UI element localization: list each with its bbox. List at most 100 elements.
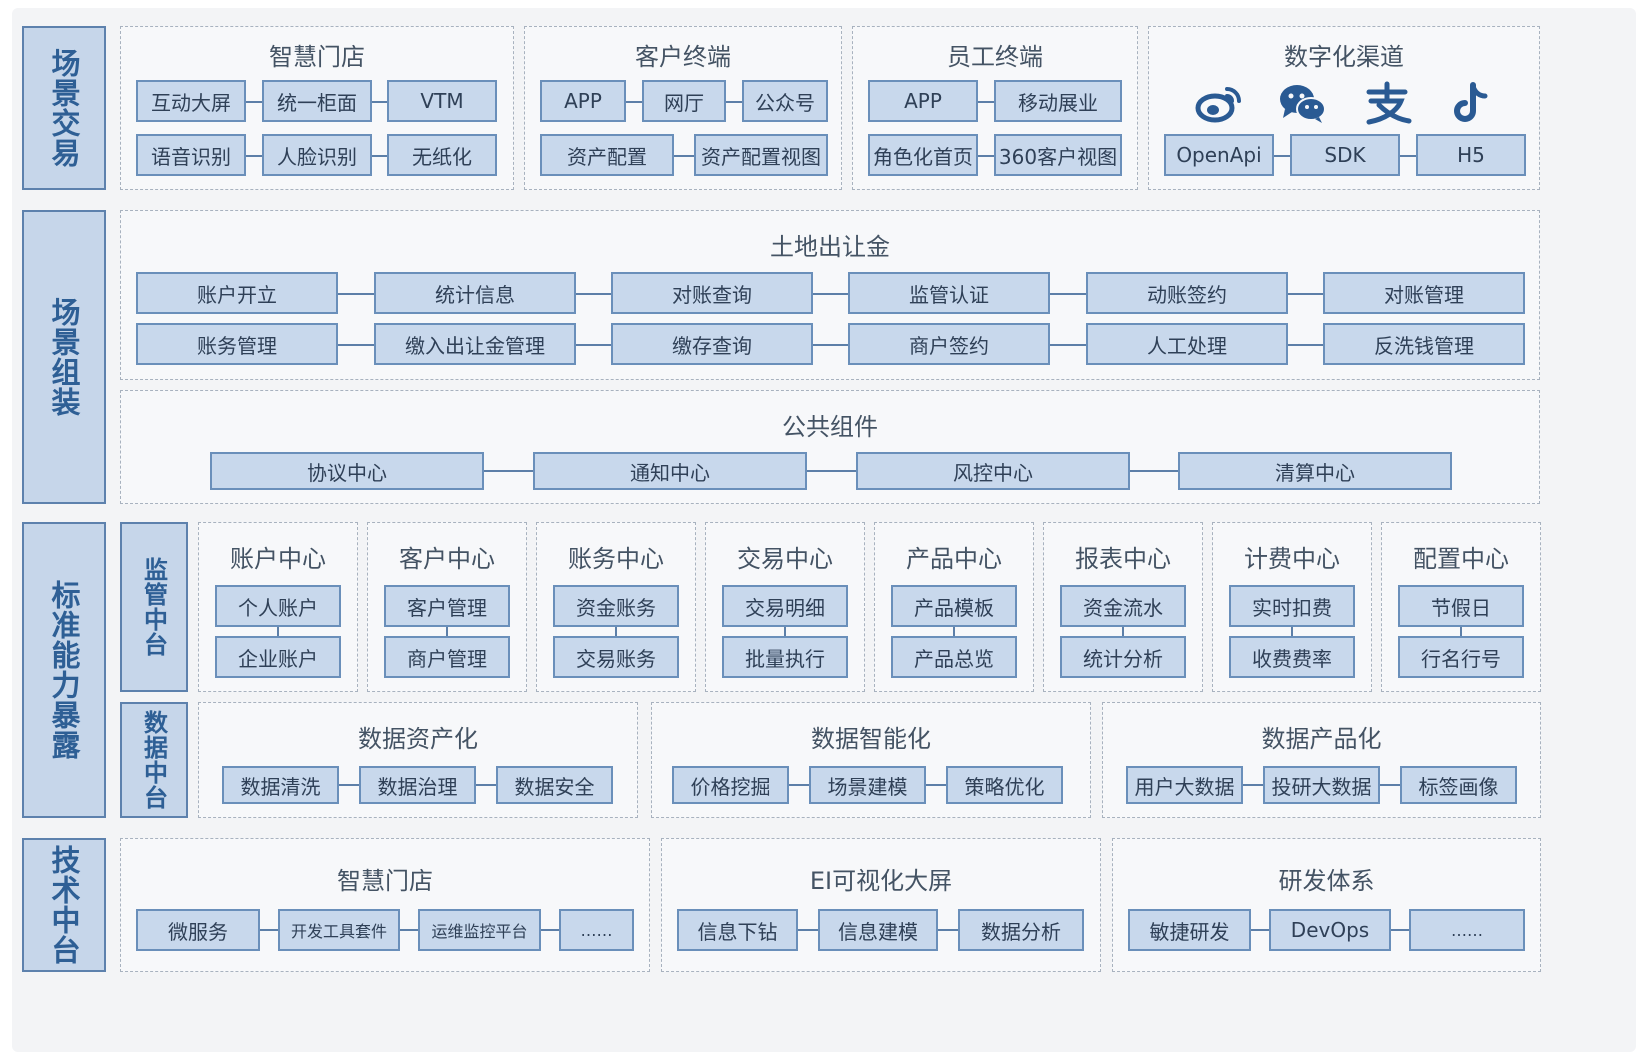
node-more-tools: …… [559,909,634,951]
panel-title: 公共组件 [782,413,878,441]
panel-land-fee: 土地出让金 [120,210,1540,380]
node-ops-monitoring-platform: 运维监控平台 [418,909,541,951]
node-enterprise-account: 企业账户 [215,636,341,678]
node-interactive-screen: 互动大屏 [136,80,246,122]
node-data-security: 数据安全 [496,766,613,804]
panel-ei-visual-screen: EI可视化大屏 [661,838,1101,972]
node-info-drilldown: 信息下钻 [677,909,798,951]
node-land-fee-payment-management: 缴入出让金管理 [374,323,576,365]
node-anti-money-laundering: 反洗钱管理 [1323,323,1525,365]
node-paperless: 无纸化 [387,134,497,176]
node-unified-counter: 统一柜面 [262,80,372,122]
weibo-icon [1192,80,1246,126]
node-asset-allocation-view: 资产配置视图 [694,134,828,176]
panel-tech-smart-store: 智慧门店 [120,838,650,972]
panel-title: 报表中心 [1075,545,1171,573]
layer-tech-platform: 技术中台 [22,838,106,972]
node-strategy-optimization: 策略优化 [946,766,1063,804]
node-bank-codes: 行名行号 [1398,636,1524,678]
layer-label: 场景交易 [47,48,81,168]
node-sdk: SDK [1290,134,1400,176]
wechat-icon [1276,80,1330,126]
node-product-overview: 产品总览 [891,636,1017,678]
layer-standard-capability: 标准能力暴露 [22,522,106,818]
node-user-big-data: 用户大数据 [1126,766,1243,804]
node-clearing-center: 清算中心 [1178,452,1452,490]
node-personal-account: 个人账户 [215,585,341,627]
sublayer-label: 监管中台 [139,557,168,657]
node-protocol-center: 协议中心 [210,452,484,490]
layer-scene-transaction: 场景交易 [22,26,106,190]
node-holidays: 节假日 [1398,585,1524,627]
panel-title: 交易中心 [737,545,833,573]
node-h5: H5 [1416,134,1526,176]
sublayer-data: 数据中台 [120,702,188,818]
panel-title: 账务中心 [568,545,664,573]
node-transaction-details: 交易明细 [722,585,848,627]
node-fund-accounting: 资金账务 [553,585,679,627]
node-agile-rd: 敏捷研发 [1128,909,1251,951]
node-mobile-business: 移动展业 [994,80,1122,122]
panel-title: 数字化渠道 [1284,43,1404,71]
panel-title: 员工终端 [947,43,1043,71]
node-research-big-data: 投研大数据 [1263,766,1380,804]
node-account-change-signing: 动账签约 [1086,272,1288,314]
node-accounting-management: 账务管理 [136,323,338,365]
node-data-analysis: 数据分析 [958,909,1084,951]
node-vtm: VTM [387,80,497,122]
panel-title: 客户终端 [635,43,731,71]
node-face-recognition: 人脸识别 [262,134,372,176]
node-asset-allocation: 资产配置 [540,134,674,176]
panel-rd-system: 研发体系 [1112,838,1541,972]
node-info-modeling: 信息建模 [818,909,938,951]
node-staff-app: APP [868,80,978,122]
node-account-opening: 账户开立 [136,272,338,314]
panel-title: 智慧门店 [337,867,433,895]
node-role-homepage: 角色化首页 [868,134,978,176]
panel-title: 数据资产化 [358,725,478,753]
node-data-governance: 数据治理 [359,766,476,804]
node-price-mining: 价格挖掘 [672,766,789,804]
node-risk-control-center: 风控中心 [856,452,1130,490]
node-reconciliation-query: 对账查询 [611,272,813,314]
layer-label: 场景组装 [47,297,81,417]
sublayer-label: 数据中台 [139,710,168,810]
node-data-cleansing: 数据清洗 [222,766,339,804]
node-customer-management: 客户管理 [384,585,510,627]
node-deposit-query: 缴存查询 [611,323,813,365]
sublayer-regulatory: 监管中台 [120,522,188,692]
node-realtime-deduction: 实时扣费 [1229,585,1355,627]
node-reconciliation-management: 对账管理 [1323,272,1525,314]
alipay-icon [1360,80,1414,126]
panel-title: 数据产品化 [1261,725,1382,753]
node-360-customer-view: 360客户视图 [994,134,1122,176]
panel-title: 智慧门店 [269,43,365,71]
node-web-hall: 网厅 [642,80,726,122]
node-statistics-info: 统计信息 [374,272,576,314]
layer-label: 技术中台 [47,845,81,965]
node-voice-recognition: 语音识别 [136,134,246,176]
panel-title: 账户中心 [230,545,326,573]
node-product-template: 产品模板 [891,585,1017,627]
node-manual-processing: 人工处理 [1086,323,1288,365]
node-official-account: 公众号 [742,80,828,122]
panel-title: 配置中心 [1413,545,1509,573]
node-transaction-accounting: 交易账务 [553,636,679,678]
node-dev-toolkit: 开发工具套件 [278,909,400,951]
panel-title: EI可视化大屏 [809,867,953,895]
node-app: APP [540,80,626,122]
node-batch-execution: 批量执行 [722,636,848,678]
panel-title: 土地出让金 [770,233,890,261]
panel-title: 计费中心 [1244,545,1340,573]
tiktok-icon [1444,80,1498,126]
node-fee-rate: 收费费率 [1229,636,1355,678]
panel-title: 产品中心 [906,545,1002,573]
node-regulatory-certification: 监管认证 [848,272,1050,314]
node-scenario-modeling: 场景建模 [809,766,926,804]
node-more-rd: …… [1409,909,1525,951]
node-devops: DevOps [1269,909,1391,951]
layer-scene-assembly: 场景组装 [22,210,106,504]
node-merchant-signing: 商户签约 [848,323,1050,365]
node-microservices: 微服务 [136,909,260,951]
node-notification-center: 通知中心 [533,452,807,490]
